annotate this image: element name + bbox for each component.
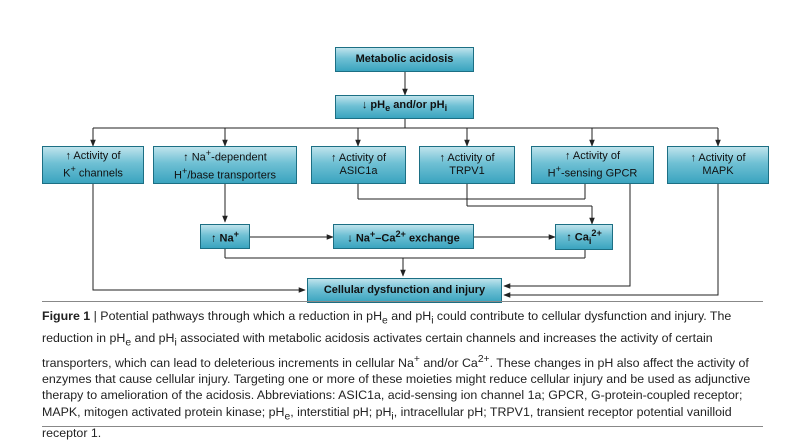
node-mapk: ↑ Activity of MAPK <box>667 146 769 184</box>
node-gpcr-line1: ↑ Activity of <box>564 149 621 162</box>
node-ca-plus-label: ↑ Cai2+ <box>566 227 602 246</box>
node-metabolic-acidosis: Metabolic acidosis <box>335 47 474 72</box>
node-na-plus-label: ↑ Na+ <box>211 228 239 245</box>
node-exchange: ↓ Na+–Ca2+ exchange <box>333 224 474 249</box>
caption-top-rule <box>42 301 763 302</box>
node-metabolic-acidosis-label: Metabolic acidosis <box>355 53 454 65</box>
node-ph-reduction-label: ↓ pHe and/or pHi <box>361 98 448 114</box>
node-mapk-line1: ↑ Activity of <box>690 152 746 164</box>
caption-bottom-rule <box>42 426 763 427</box>
node-asic1a-line2: ASIC1a <box>339 165 378 177</box>
node-mapk-line2: MAPK <box>702 165 734 177</box>
figure-caption: Figure 1 | Potential pathways through wh… <box>42 309 751 441</box>
arrow-gpcr-to-injury <box>503 184 631 289</box>
node-k-channels-line1: ↑ Activity of <box>65 149 121 162</box>
node-cellular-injury: Cellular dysfunction and injury <box>307 278 502 303</box>
node-cellular-injury-label: Cellular dysfunction and injury <box>323 284 486 296</box>
node-exchange-label: ↓ Na+–Ca2+ exchange <box>347 228 460 245</box>
node-asic1a-line1: ↑ Activity of <box>330 152 387 164</box>
node-na-transporters-line1: ↑ Na+-dependent <box>183 148 267 164</box>
node-gpcr-line2: H+-sensing GPCR <box>547 163 638 180</box>
pathway-diagram <box>90 72 721 298</box>
arrow-mapk-to-injury <box>503 184 719 298</box>
node-na-transporters-line2: H+/base transporters <box>174 166 276 182</box>
node-k-channels: ↑ Activity of K+ channels <box>42 146 144 184</box>
node-trpv1-line1: ↑ Activity of <box>439 152 495 164</box>
node-na-plus: ↑ Na+ <box>200 224 250 249</box>
node-asic1a: ↑ Activity of ASIC1a <box>311 146 406 184</box>
node-trpv1-line2: TRPV1 <box>449 165 485 177</box>
node-trpv1: ↑ Activity of TRPV1 <box>419 146 515 184</box>
arrow-k-to-injury <box>92 184 306 293</box>
node-ph-reduction: ↓ pHe and/or pHi <box>335 95 474 119</box>
figure-label: Figure 1 <box>42 309 91 323</box>
node-ca-plus: ↑ Cai2+ <box>555 224 613 250</box>
node-k-channels-line2: K+ channels <box>63 163 123 180</box>
node-gpcr: ↑ Activity of H+-sensing GPCR <box>531 146 654 184</box>
node-na-transporters: ↑ Na+-dependent H+/base transporters <box>153 146 297 184</box>
